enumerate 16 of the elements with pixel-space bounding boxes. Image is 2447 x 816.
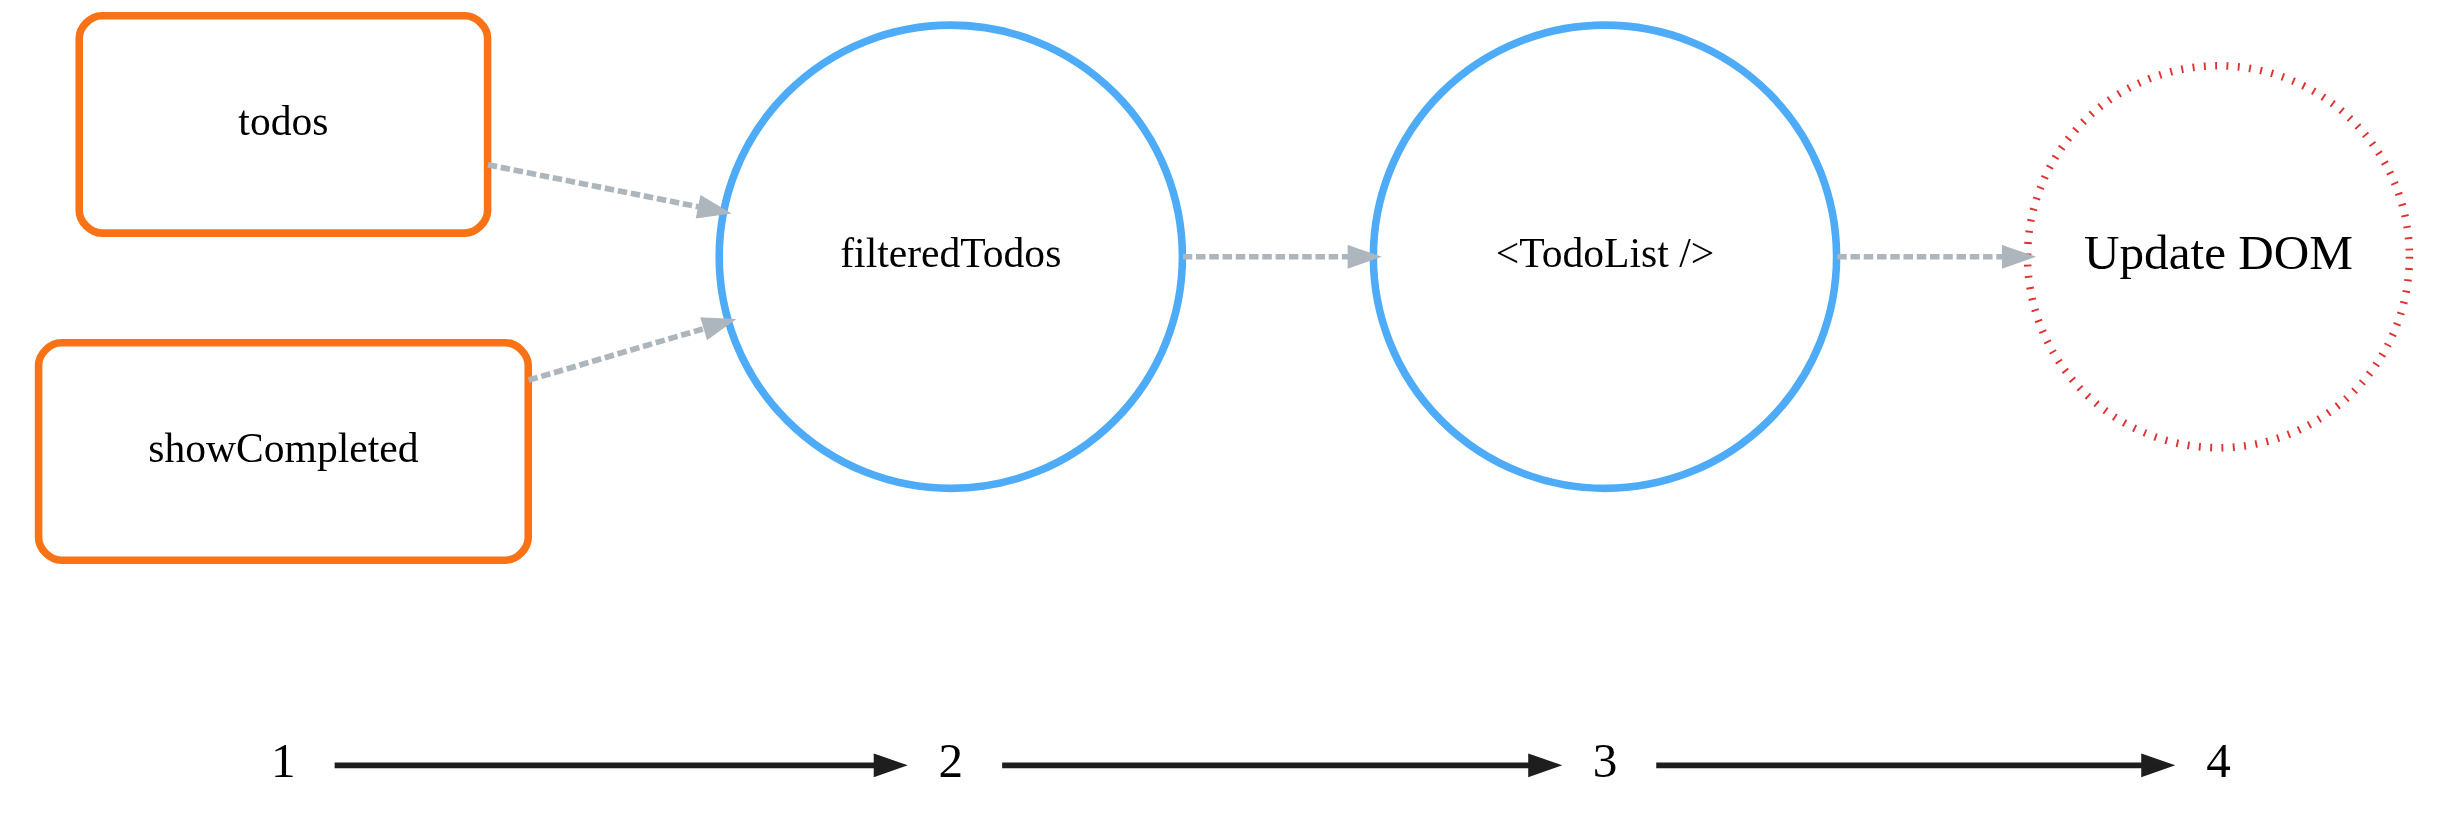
arrow [1001,753,1562,778]
arrow [527,317,736,383]
node-circle: <TodoList /> [1369,21,1840,493]
arrow [334,753,908,778]
node-text: 3 [1592,733,1617,789]
arrow [1182,244,1382,269]
node-text: 1 [270,733,296,789]
node-text: 2 [938,733,963,789]
node-circle: Update DOM [2023,62,2413,452]
arrow [1836,244,2036,269]
arrow [486,162,732,219]
node-text: 4 [2205,733,2231,789]
node-circle: filteredTodos [714,21,1186,493]
node-box: showCompleted [34,339,532,564]
node-box: todos [74,11,491,237]
arrow [1655,753,2175,778]
